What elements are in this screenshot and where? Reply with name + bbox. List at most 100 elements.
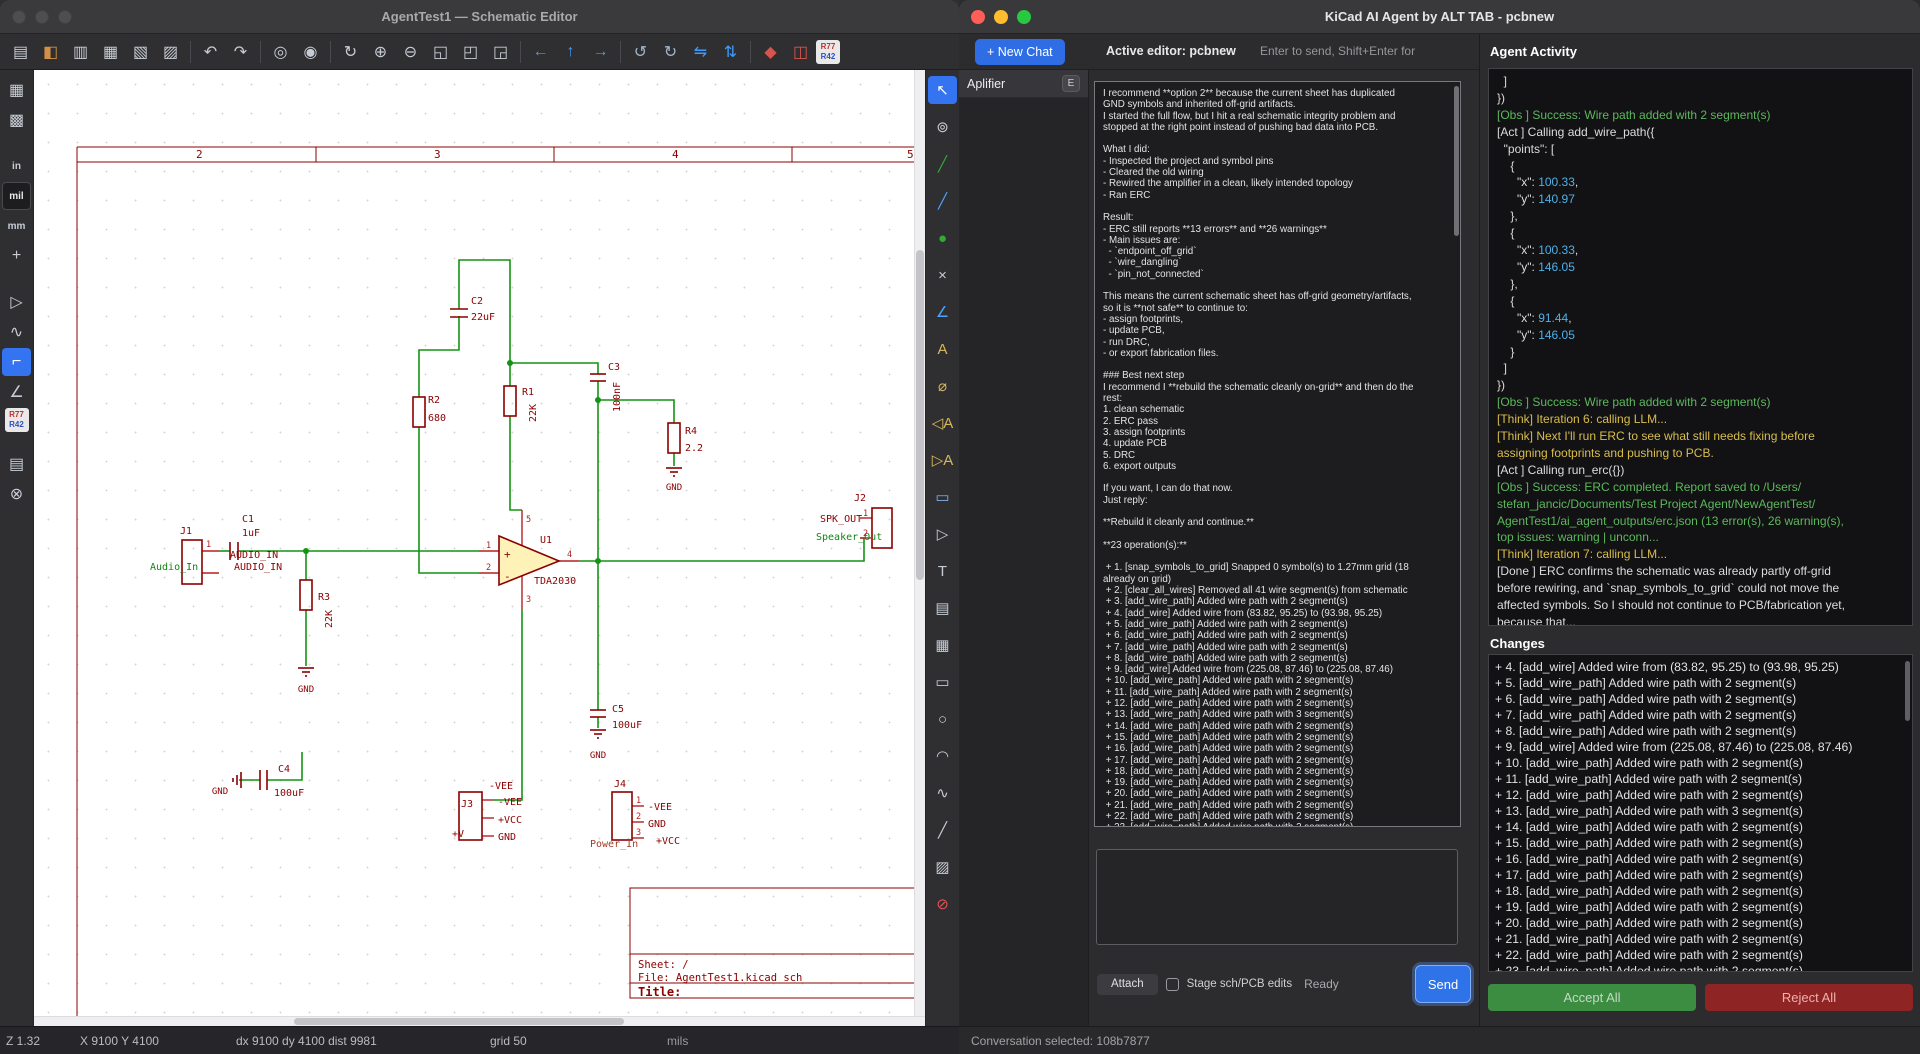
- properties-panel-toggle[interactable]: ▤: [2, 450, 31, 478]
- select-tool[interactable]: ↖: [928, 76, 957, 104]
- assistant-message-box[interactable]: I recommend **option 2** because the cur…: [1094, 81, 1461, 827]
- stage-edits-checkbox[interactable]: [1166, 978, 1179, 991]
- assign-footprints-button[interactable]: ◫: [786, 38, 815, 66]
- any-angle-wire-toggle[interactable]: ∠: [2, 378, 31, 406]
- attach-button[interactable]: Attach: [1097, 974, 1158, 995]
- hierarchical-label-tool[interactable]: ▷A: [928, 446, 957, 474]
- send-button[interactable]: Send: [1415, 965, 1471, 1003]
- log-line: [Obs ] Success: Wire path added with 2 s…: [1497, 107, 1904, 124]
- agent-activity-log[interactable]: ]})[Obs ] Success: Wire path added with …: [1488, 68, 1913, 626]
- refresh-button[interactable]: ↻: [336, 38, 365, 66]
- nav-forward-button[interactable]: →: [586, 38, 615, 66]
- rotate-cw-button[interactable]: ↻: [656, 38, 685, 66]
- minimize-window-icon[interactable]: [35, 10, 49, 24]
- annotate-rail-button[interactable]: R77R42: [5, 408, 29, 432]
- sheet-pin-tool[interactable]: ▷: [928, 520, 957, 548]
- canvas-hscrollbar[interactable]: [34, 1016, 925, 1026]
- line-tool[interactable]: ╱: [928, 816, 957, 844]
- text-tool[interactable]: T: [928, 557, 957, 585]
- undo-button[interactable]: ↶: [196, 38, 225, 66]
- maximize-window-icon[interactable]: [58, 10, 72, 24]
- hv-wire-mode-toggle[interactable]: ⌐: [2, 348, 31, 376]
- schematic-canvas[interactable]: 2345C222uFR2680R122KC3100nFR42.2GNDU1TDA…: [34, 70, 925, 1026]
- maximize-window-icon[interactable]: [1017, 10, 1031, 24]
- table-tool[interactable]: ▦: [928, 631, 957, 659]
- paste-button[interactable]: ▨: [156, 38, 185, 66]
- rotate-ccw-button[interactable]: ↺: [626, 38, 655, 66]
- canvas-vscroll-thumb[interactable]: [916, 250, 924, 580]
- rectangle-tool[interactable]: ▭: [928, 668, 957, 696]
- grid-style-toggle[interactable]: ▩: [2, 106, 31, 134]
- highlight-net-tool[interactable]: ⊚: [928, 113, 957, 141]
- netclass-directive-tool[interactable]: ⌀: [928, 372, 957, 400]
- zoom-in-button[interactable]: ⊕: [366, 38, 395, 66]
- edit-symbols-button[interactable]: ◆: [756, 38, 785, 66]
- junction-tool[interactable]: ●: [928, 224, 957, 252]
- log-line: [Think] Iteration 7: calling LLM...: [1497, 546, 1904, 563]
- chat-list-item[interactable]: Aplifier E: [959, 70, 1088, 98]
- zoom-objects-button[interactable]: ◰: [456, 38, 485, 66]
- close-window-icon[interactable]: [971, 10, 985, 24]
- textbox-tool[interactable]: ▤: [928, 594, 957, 622]
- page-settings-button[interactable]: ▥: [66, 38, 95, 66]
- bus-tool[interactable]: ╱: [928, 187, 957, 215]
- find-replace-button[interactable]: ◉: [296, 38, 325, 66]
- canvas-vscrollbar[interactable]: [914, 70, 925, 1016]
- show-directives-toggle[interactable]: ∿: [2, 318, 31, 346]
- find-button[interactable]: ◎: [266, 38, 295, 66]
- save-button[interactable]: ▤: [6, 38, 35, 66]
- changes-list[interactable]: + 4. [add_wire] Added wire from (83.82, …: [1488, 654, 1913, 972]
- grid-setting: grid 50: [490, 1034, 527, 1048]
- chat-input[interactable]: [1096, 849, 1458, 945]
- redo-button[interactable]: ↷: [226, 38, 255, 66]
- new-chat-button[interactable]: + New Chat: [975, 39, 1065, 65]
- nav-up-button[interactable]: ↑: [556, 38, 585, 66]
- units-in-toggle[interactable]: in: [2, 152, 31, 180]
- wire-tool[interactable]: ╱: [928, 150, 957, 178]
- show-hidden-pins-toggle[interactable]: ▷: [2, 288, 31, 316]
- units-mm-toggle[interactable]: mm: [2, 212, 31, 240]
- schematic-label: +VCC: [656, 836, 680, 847]
- zoom-fit-button[interactable]: ◱: [426, 38, 455, 66]
- grid-visibility-toggle[interactable]: ▦: [2, 76, 31, 104]
- global-label-tool[interactable]: ◁A: [928, 409, 957, 437]
- right-titlebar[interactable]: KiCad AI Agent by ALT TAB - pcbnew: [959, 0, 1920, 34]
- bezier-tool[interactable]: ∿: [928, 779, 957, 807]
- schematic-setup-button[interactable]: ◧: [36, 38, 65, 66]
- units-mil-toggle[interactable]: mil: [2, 182, 31, 210]
- wire-bus-entry-tool[interactable]: ∠: [928, 298, 957, 326]
- accept-all-button[interactable]: Accept All: [1488, 984, 1696, 1011]
- hierarchical-sheet-tool[interactable]: ▭: [928, 483, 957, 511]
- reject-all-button[interactable]: Reject All: [1705, 984, 1913, 1011]
- annotate-button[interactable]: R77R42: [816, 40, 840, 64]
- right-traffic-lights[interactable]: [971, 0, 1031, 33]
- label-tool[interactable]: A: [928, 335, 957, 363]
- zoom-selection-button[interactable]: ◲: [486, 38, 515, 66]
- delete-tool[interactable]: ⊘: [928, 890, 957, 918]
- change-item: + 14. [add_wire_path] Added wire path wi…: [1495, 819, 1906, 835]
- message-scrollbar-thumb[interactable]: [1454, 86, 1459, 236]
- close-window-icon[interactable]: [12, 10, 26, 24]
- left-titlebar[interactable]: AgentTest1 — Schematic Editor: [0, 0, 959, 34]
- canvas-hscroll-thumb[interactable]: [294, 1018, 624, 1025]
- schematic-label: 22K: [528, 404, 539, 422]
- arc-tool[interactable]: ◠: [928, 742, 957, 770]
- schematic-label: 4: [567, 550, 572, 560]
- zoom-out-button[interactable]: ⊖: [396, 38, 425, 66]
- no-connect-tool[interactable]: ×: [928, 261, 957, 289]
- changes-scrollbar-thumb[interactable]: [1905, 661, 1910, 721]
- minimize-window-icon[interactable]: [994, 10, 1008, 24]
- net-navigator-toggle[interactable]: ⊗: [2, 480, 31, 508]
- circle-tool[interactable]: ○: [928, 705, 957, 733]
- image-tool[interactable]: ▨: [928, 853, 957, 881]
- plot-button[interactable]: ▧: [126, 38, 155, 66]
- schematic-label: 5: [907, 148, 914, 161]
- left-traffic-lights[interactable]: [12, 0, 72, 33]
- print-button[interactable]: ▦: [96, 38, 125, 66]
- cursor-shape-toggle[interactable]: +: [2, 242, 31, 270]
- mirror-v-button[interactable]: ⇅: [716, 38, 745, 66]
- log-line: "y": 140.97: [1497, 191, 1904, 208]
- nav-back-button[interactable]: ←: [526, 38, 555, 66]
- mirror-h-button[interactable]: ⇋: [686, 38, 715, 66]
- schematic-label: 5: [526, 515, 531, 525]
